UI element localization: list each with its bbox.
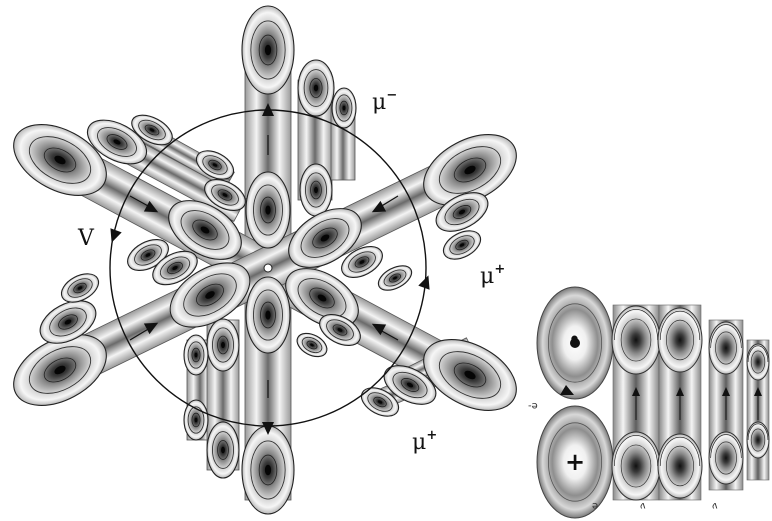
velocity-label: V: [78, 228, 94, 250]
inset-disc-body: [612, 432, 660, 500]
vortex-disc: [246, 277, 290, 353]
inset-top-symbol: •: [568, 330, 581, 352]
disc-core: [265, 310, 270, 319]
disc-core: [195, 353, 198, 358]
inset-disc-body: [658, 308, 702, 372]
vortex-disc: [246, 172, 290, 248]
inset-disc-b3: [709, 432, 743, 484]
disc-core: [221, 447, 225, 454]
mu-plus-label-right: μ+: [480, 266, 505, 288]
disc-core: [195, 418, 198, 423]
inset-disc-b4: [747, 422, 769, 458]
disc-core: [265, 45, 271, 56]
inset-disc-t3: [709, 322, 743, 374]
mu-plus-label-bottom: μ+: [412, 432, 437, 454]
disc-core: [221, 342, 225, 348]
mu-minus-label: μ−: [372, 92, 397, 114]
inset-disc-body: [747, 344, 769, 380]
inset-disc-t1: [612, 306, 660, 374]
inset-disc-t2: [658, 308, 702, 372]
arrow-left: [106, 228, 122, 244]
vortex-disc: [207, 319, 239, 371]
disc-core: [314, 85, 318, 92]
vortex-disc: [184, 335, 208, 375]
inset-bottom-mark-2: ν: [640, 500, 646, 511]
vortex-disc: [300, 164, 332, 216]
inset-disc-body: [709, 432, 743, 484]
center-point: [264, 264, 272, 272]
vortex-disc: [242, 6, 294, 94]
inset-left-mark: e-: [528, 400, 538, 411]
disc-core: [314, 187, 318, 193]
inset-panel: [537, 287, 769, 518]
vortex-disc: [374, 261, 415, 296]
vortex-disc: [332, 88, 356, 128]
inset-bottom-mark-3: ν: [712, 500, 718, 511]
vortex-disc: [207, 422, 239, 478]
inset-disc-b1: [612, 432, 660, 500]
vortex-disc: [184, 400, 208, 440]
vortex-disc: [298, 60, 334, 116]
inset-disc-body: [747, 422, 769, 458]
disc-core: [265, 205, 270, 214]
inset-disc-b2: [658, 434, 702, 498]
inset-disc-body: [658, 434, 702, 498]
vortex-disc: [242, 426, 294, 514]
inset-disc-t4: [747, 344, 769, 380]
disc-core: [343, 106, 346, 111]
inset-disc-body: [612, 306, 660, 374]
inset-bottom-symbol: +: [565, 450, 585, 474]
inset-bottom-mark-1: e: [592, 500, 598, 511]
disc-core: [265, 465, 271, 476]
inset-disc-body: [709, 322, 743, 374]
